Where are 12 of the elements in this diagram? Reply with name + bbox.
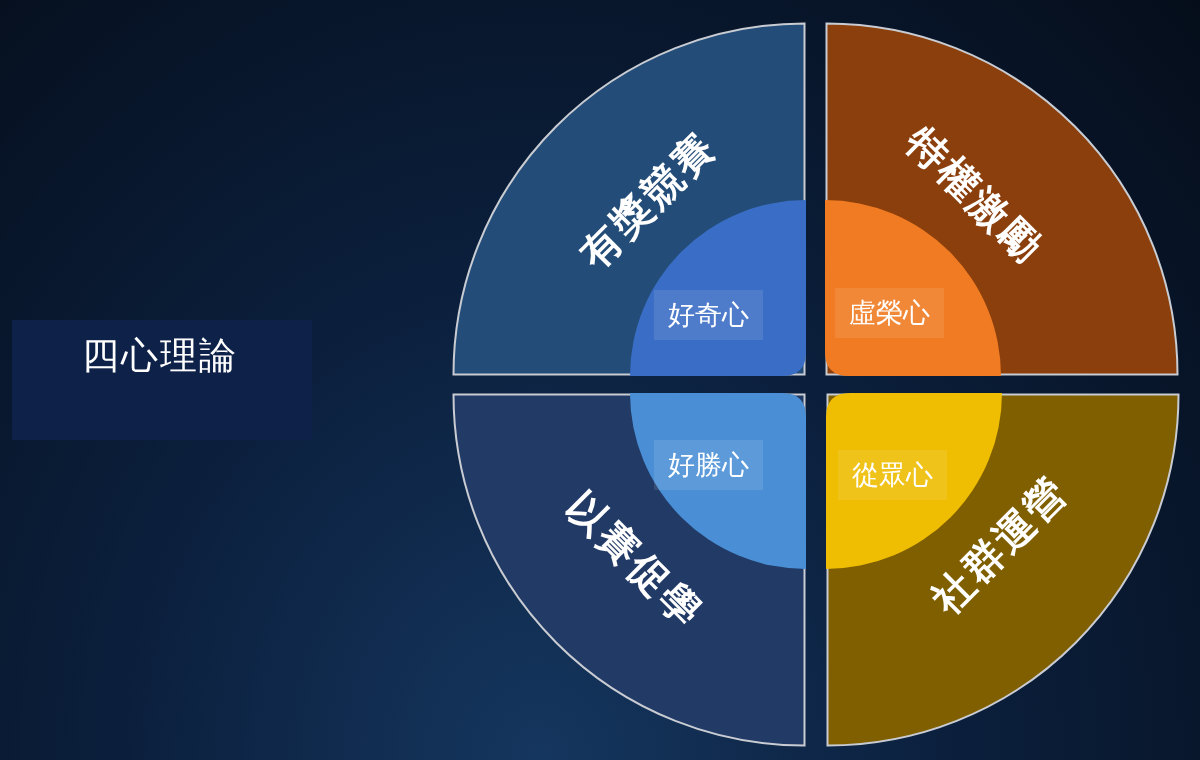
segment-title: 有獎競賽: [571, 123, 725, 277]
node-label: 好奇心: [654, 290, 763, 340]
title-band: [12, 320, 312, 440]
node-label: 好勝心: [654, 440, 763, 490]
quadrant-segment: [826, 393, 1180, 747]
segment-title: 特權激勵: [898, 118, 1052, 272]
quadrant-segment: [825, 22, 1179, 376]
quadrant-segment: [452, 393, 806, 747]
quadrant-segment: [452, 22, 806, 376]
title-text: 四心理論: [82, 334, 238, 379]
node-label: 從眾心: [838, 450, 947, 500]
node-label: 虛榮心: [835, 288, 944, 338]
